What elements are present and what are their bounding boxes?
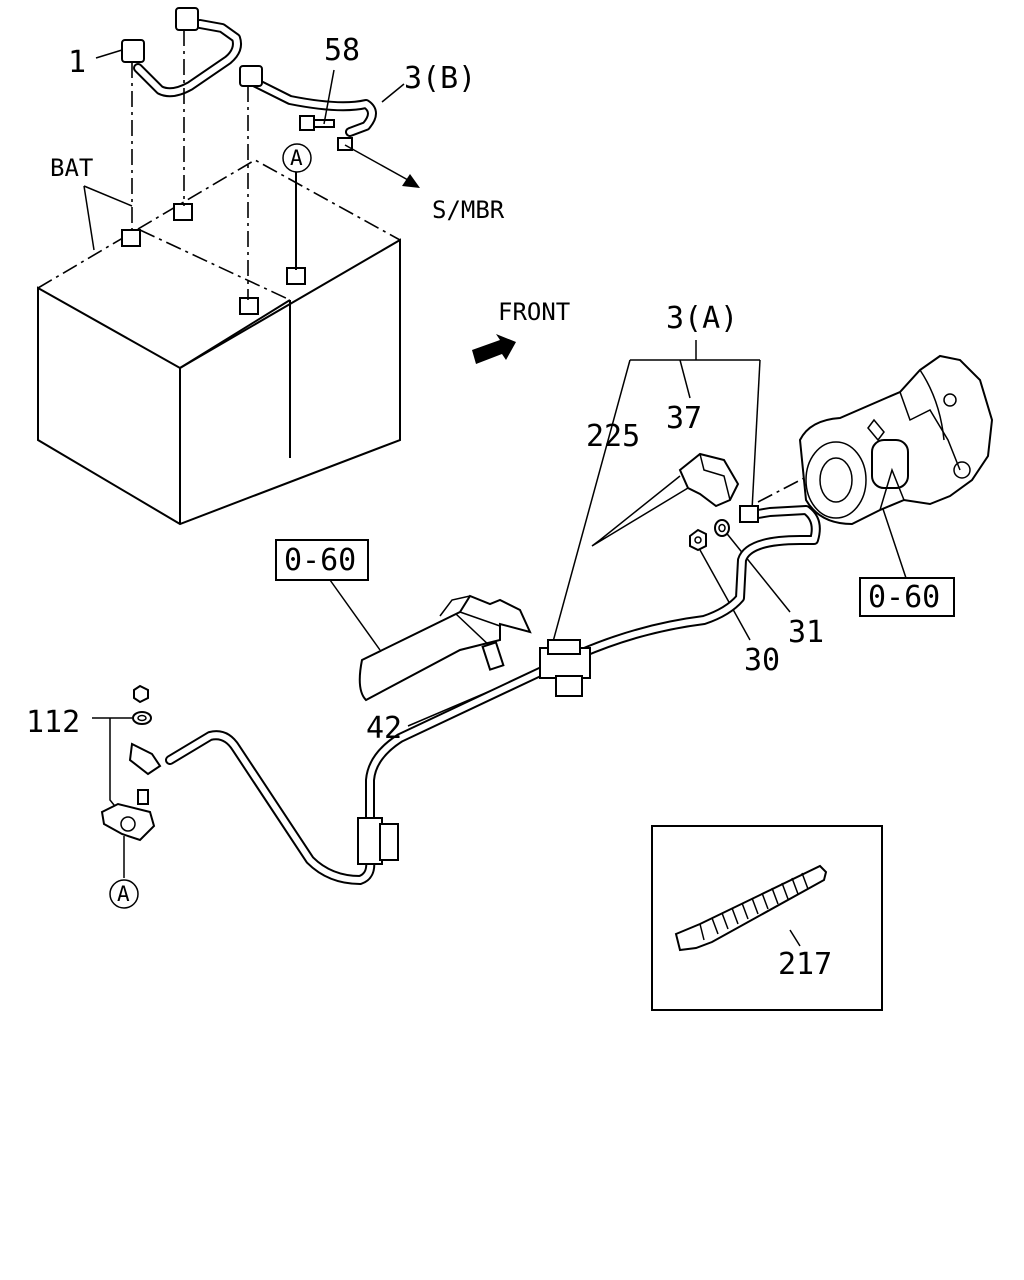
reference-label-right: 0-60	[868, 580, 940, 615]
arrow-icon	[402, 174, 420, 188]
reference-circle-a-2	[109, 879, 139, 909]
reference-letter-a-2: A	[117, 882, 130, 906]
battery-label: BAT	[50, 154, 93, 182]
smbr-label: S/MBR	[432, 196, 505, 224]
nut-30	[689, 528, 707, 552]
front-label: FRONT	[498, 298, 570, 326]
battery	[37, 159, 401, 526]
reference-box-left	[275, 539, 369, 581]
terminal-112	[100, 684, 156, 842]
cover-37	[591, 452, 740, 547]
bolt-58	[299, 69, 335, 131]
part-label-3a: 3(A)	[666, 301, 738, 336]
cable-3a	[128, 447, 863, 885]
washer-31	[714, 519, 730, 537]
starter-motor	[798, 354, 994, 526]
part-label-217: 217	[778, 947, 832, 982]
cable-tie-217	[674, 864, 828, 952]
part-label-3b: 3(B)	[404, 61, 476, 96]
reference-label-left: 0-60	[284, 543, 356, 578]
part-label-37: 37	[666, 401, 702, 436]
part-label-225: 225	[586, 419, 640, 454]
part-label-58: 58	[324, 33, 360, 68]
bolt-42	[455, 613, 505, 671]
battery-cable-1	[121, 7, 242, 232]
reference-letter-a: A	[290, 146, 303, 170]
part-label-42: 42	[366, 711, 402, 746]
reference-box-right	[859, 577, 955, 617]
part-label-1: 1	[68, 45, 86, 80]
reference-circle-a	[282, 143, 312, 173]
part-label-31: 31	[788, 615, 824, 650]
cable-3b	[239, 65, 377, 300]
bracket	[358, 594, 532, 702]
front-arrow-icon	[472, 334, 516, 364]
part-label-112: 112	[26, 705, 80, 740]
part-label-30: 30	[744, 643, 780, 678]
inset-box	[651, 825, 883, 1011]
battery-terminal	[121, 203, 306, 315]
